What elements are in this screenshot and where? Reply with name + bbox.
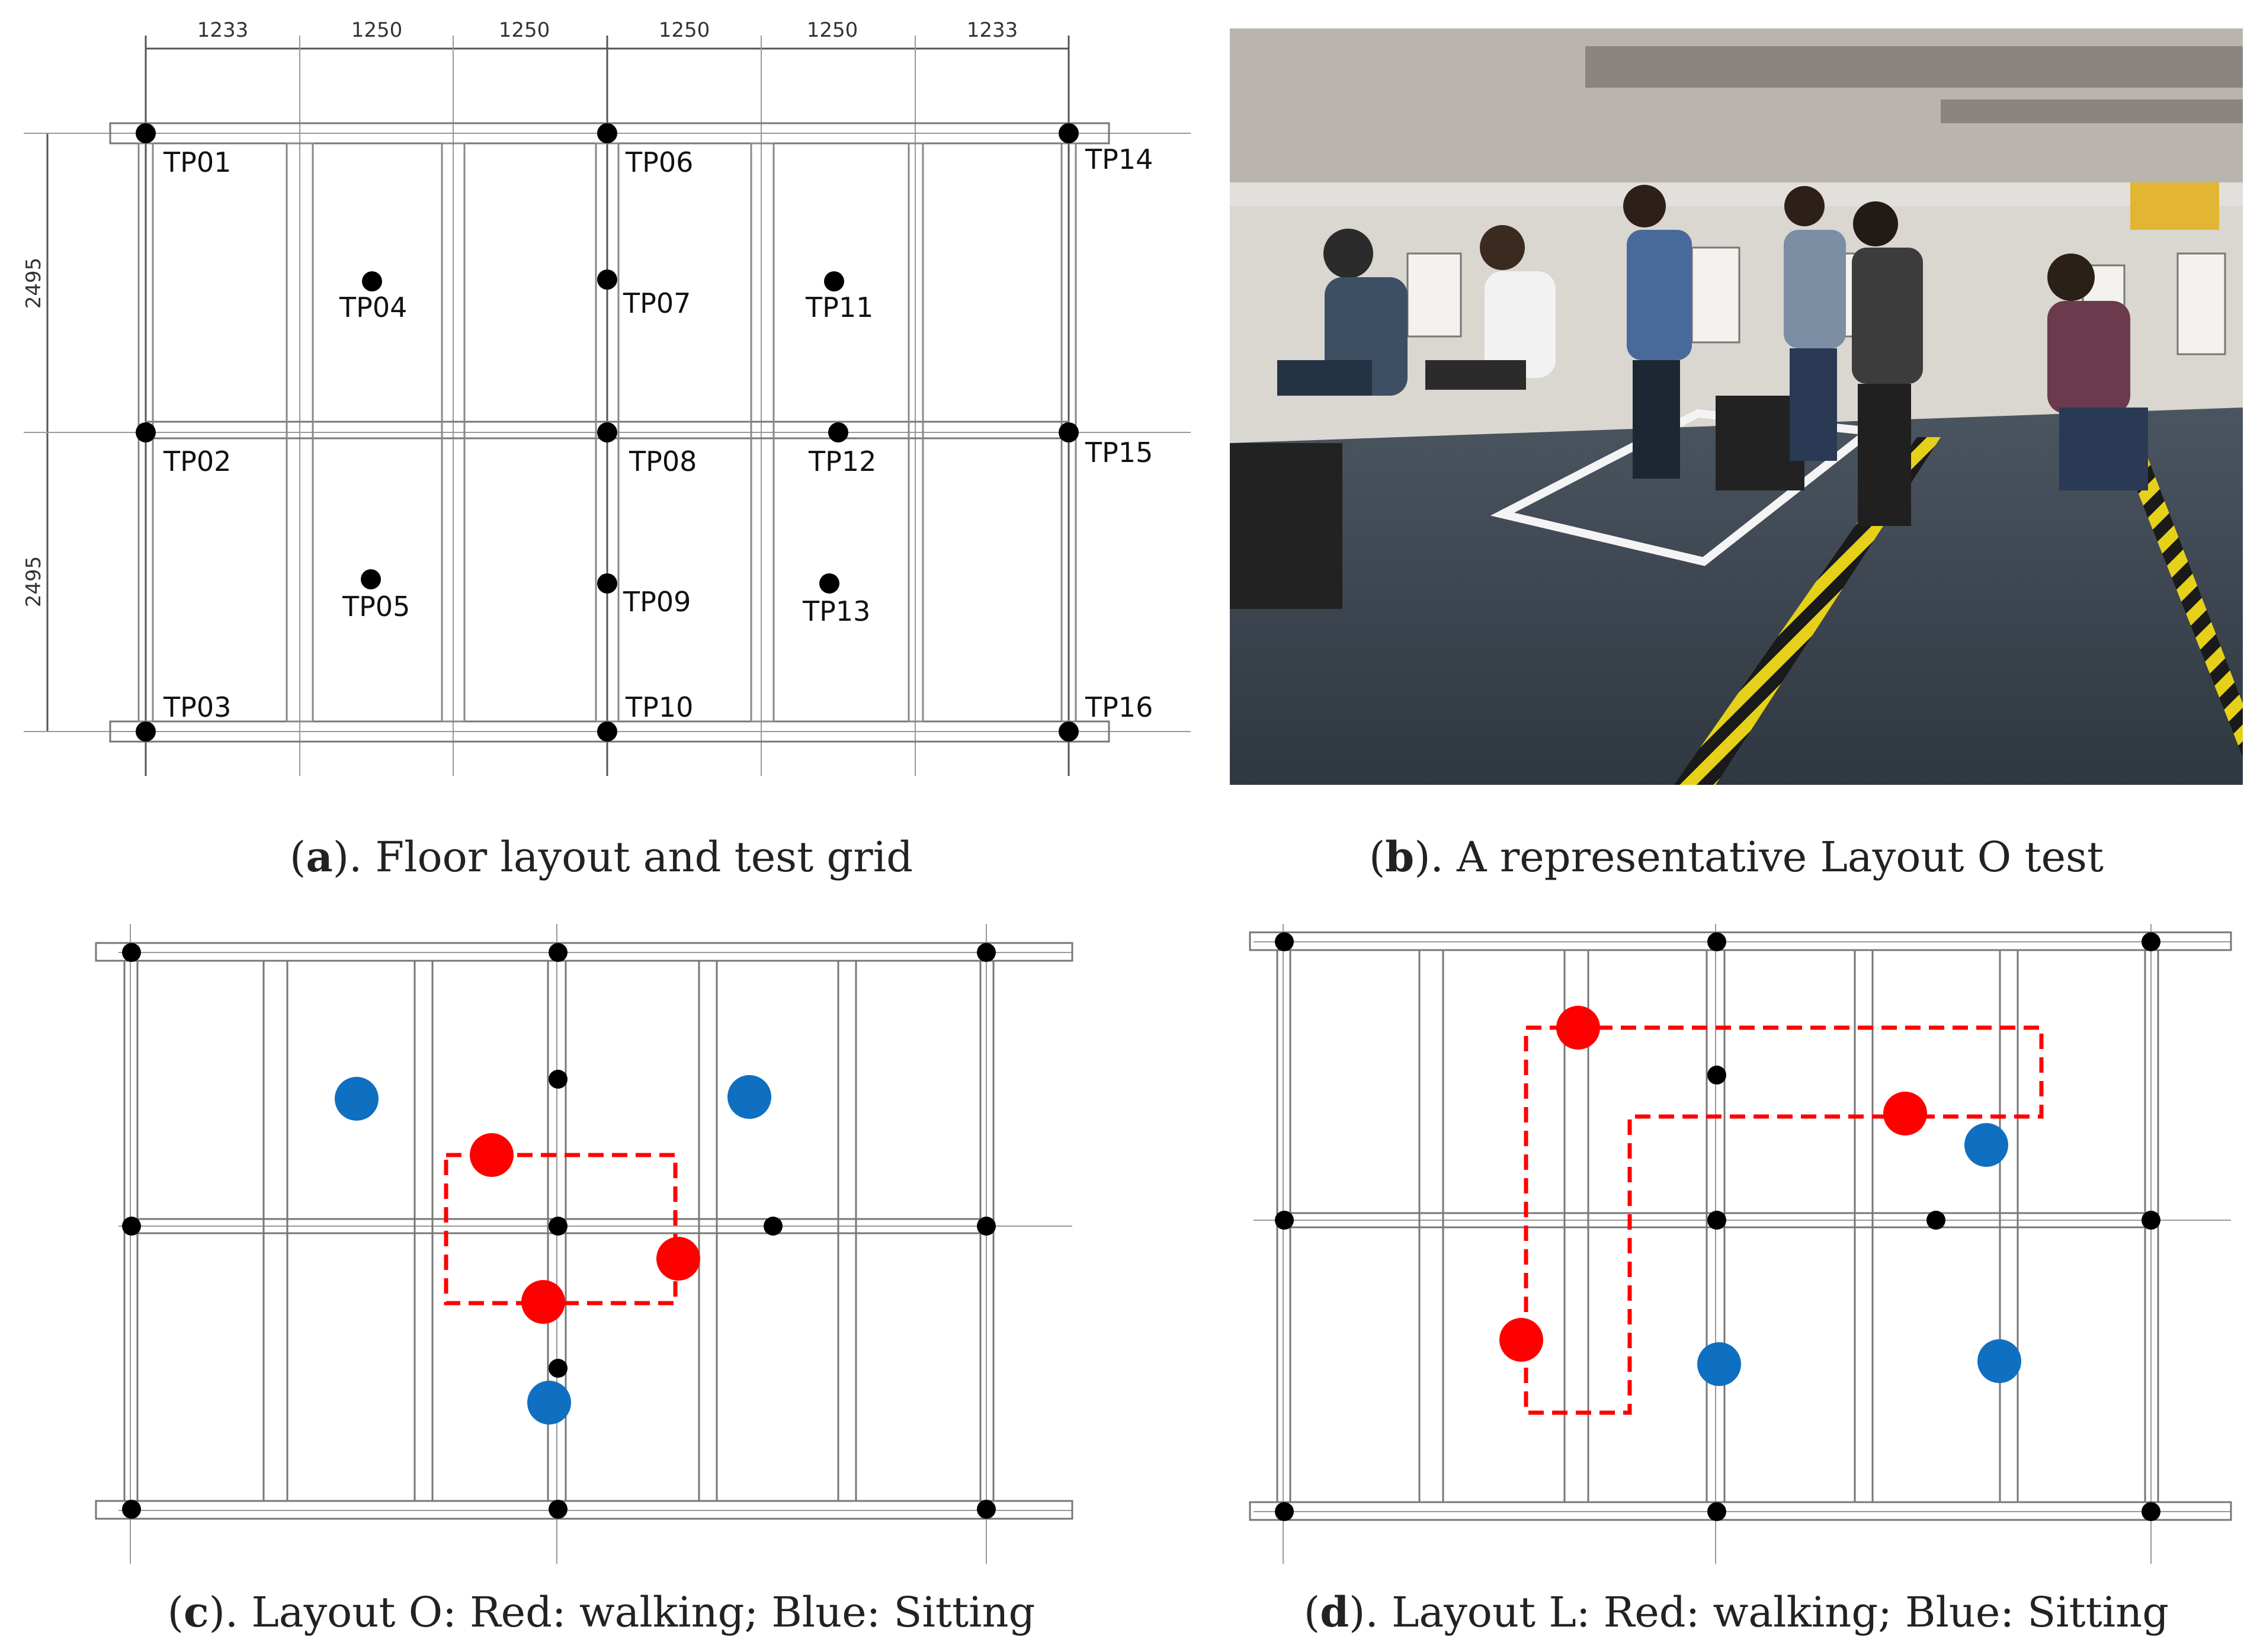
test-point-label: TP01 — [163, 146, 231, 178]
layout-o-diagram — [95, 924, 1073, 1564]
test-point — [828, 422, 848, 442]
caption-d: (d). Layout L: Red: walking; Blue: Sitti… — [1303, 1587, 2169, 1637]
test-point — [824, 271, 844, 291]
sitting-points — [335, 1075, 771, 1425]
person-seated — [2047, 254, 2148, 490]
top-dimension-line — [145, 36, 1070, 776]
sitting-points — [1697, 1123, 2021, 1386]
person-seated — [1277, 229, 1408, 396]
test-point-label: TP13 — [802, 595, 870, 627]
test-point — [361, 569, 381, 589]
walking-points — [470, 1133, 700, 1324]
caption-a: (a). Floor layout and test grid — [290, 832, 913, 881]
beams — [1249, 931, 2232, 1521]
dimension-label: 1233 — [967, 18, 1018, 42]
floor-layout-diagram: 1233 1250 1250 1250 1250 1233 2495 2495 — [22, 18, 1191, 776]
test-point — [597, 721, 617, 742]
dimension-label: 1250 — [659, 18, 710, 42]
test-point-label: TP05 — [342, 591, 410, 623]
test-photo — [1230, 28, 2243, 785]
test-point-label: TP10 — [625, 691, 693, 723]
dimension-label: 1250 — [807, 18, 858, 42]
test-point — [136, 123, 156, 143]
grid-lines — [118, 924, 1072, 1564]
dimension-label: 1250 — [351, 18, 403, 42]
lab-photo-illustration — [1230, 28, 2243, 785]
test-point — [819, 573, 839, 594]
test-point — [597, 573, 617, 594]
test-point-label: TP07 — [623, 287, 691, 319]
test-point-label: TP09 — [623, 586, 691, 618]
test-point-label: TP08 — [629, 445, 697, 477]
test-point-label: TP16 — [1085, 691, 1153, 723]
test-point — [1059, 422, 1079, 442]
test-point-label: TP06 — [625, 146, 693, 178]
grid-lines — [1254, 924, 2231, 1564]
beams — [95, 942, 1073, 1520]
test-point — [136, 422, 156, 442]
test-point-label: TP11 — [805, 291, 873, 323]
test-point — [362, 271, 382, 291]
person-standing — [1784, 186, 1846, 461]
dimension-label: 1250 — [499, 18, 550, 42]
test-point-label: TP03 — [163, 691, 231, 723]
test-point-label: TP15 — [1085, 437, 1153, 469]
panel-c-layout-o — [0, 906, 1131, 1576]
test-point-label: TP02 — [163, 445, 231, 477]
test-point-label: TP12 — [808, 445, 876, 477]
walking-points — [1499, 1006, 1927, 1362]
dimension-label: 1233 — [197, 18, 249, 42]
test-points — [1275, 932, 2160, 1521]
panel-d-layout-l — [1230, 906, 2260, 1576]
test-point-label: TP14 — [1085, 143, 1153, 175]
test-point — [597, 270, 617, 290]
test-point — [597, 123, 617, 143]
dimension-label: 2495 — [22, 258, 46, 309]
panel-a-floor-layout: 1233 1250 1250 1250 1250 1233 2495 2495 — [0, 0, 1203, 794]
caption-b: (b). A representative Layout O test — [1368, 832, 2104, 881]
person-seated — [1425, 225, 1556, 390]
test-point — [1059, 123, 1079, 143]
layout-l-diagram — [1249, 924, 2232, 1564]
test-point — [136, 721, 156, 742]
person-standing — [1623, 185, 1692, 479]
test-points — [122, 943, 996, 1519]
test-point-label: TP04 — [339, 291, 407, 323]
caption-c: (c). Layout O: Red: walking; Blue: Sitti… — [167, 1587, 1036, 1637]
dimension-label: 2495 — [22, 556, 46, 608]
person-walking — [1852, 201, 1923, 526]
test-points — [136, 123, 1079, 742]
test-point — [1059, 721, 1079, 742]
test-point — [597, 422, 617, 442]
